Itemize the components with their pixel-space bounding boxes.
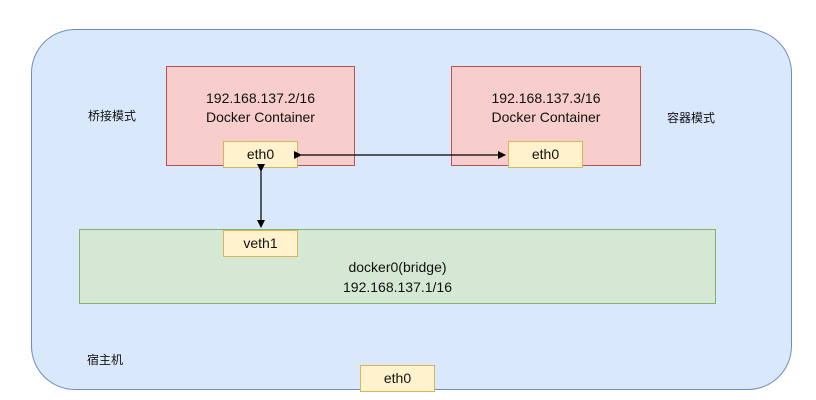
docker-container-right: 192.168.137.3/16 Docker Container	[451, 66, 641, 166]
container-left-ip: 192.168.137.2/16	[206, 90, 315, 106]
container-right-ip: 192.168.137.3/16	[491, 90, 601, 106]
bridge-veth1: veth1	[223, 230, 298, 257]
host-label: 宿主机	[87, 353, 124, 367]
bridge-mode-label: 桥接模式	[88, 109, 137, 123]
host-eth0: eth0	[360, 365, 435, 392]
bridge-name: docker0(bridge)	[348, 259, 447, 275]
host-machine-box	[31, 29, 792, 390]
bridge-text: docker0(bridge) 192.168.137.1/16	[80, 257, 715, 297]
container-right-eth0: eth0	[508, 141, 583, 168]
container-left-name: Docker Container	[206, 109, 315, 125]
container-right-name: Docker Container	[491, 109, 601, 125]
container-left-text: 192.168.137.2/16 Docker Container	[167, 89, 354, 127]
container-right-text: 192.168.137.3/16 Docker Container	[452, 89, 640, 127]
bridge-ip: 192.168.137.1/16	[343, 279, 452, 295]
container-mode-label: 容器模式	[667, 111, 716, 125]
docker0-bridge-box: docker0(bridge) 192.168.137.1/16	[79, 229, 716, 304]
container-left-eth0: eth0	[223, 141, 298, 168]
